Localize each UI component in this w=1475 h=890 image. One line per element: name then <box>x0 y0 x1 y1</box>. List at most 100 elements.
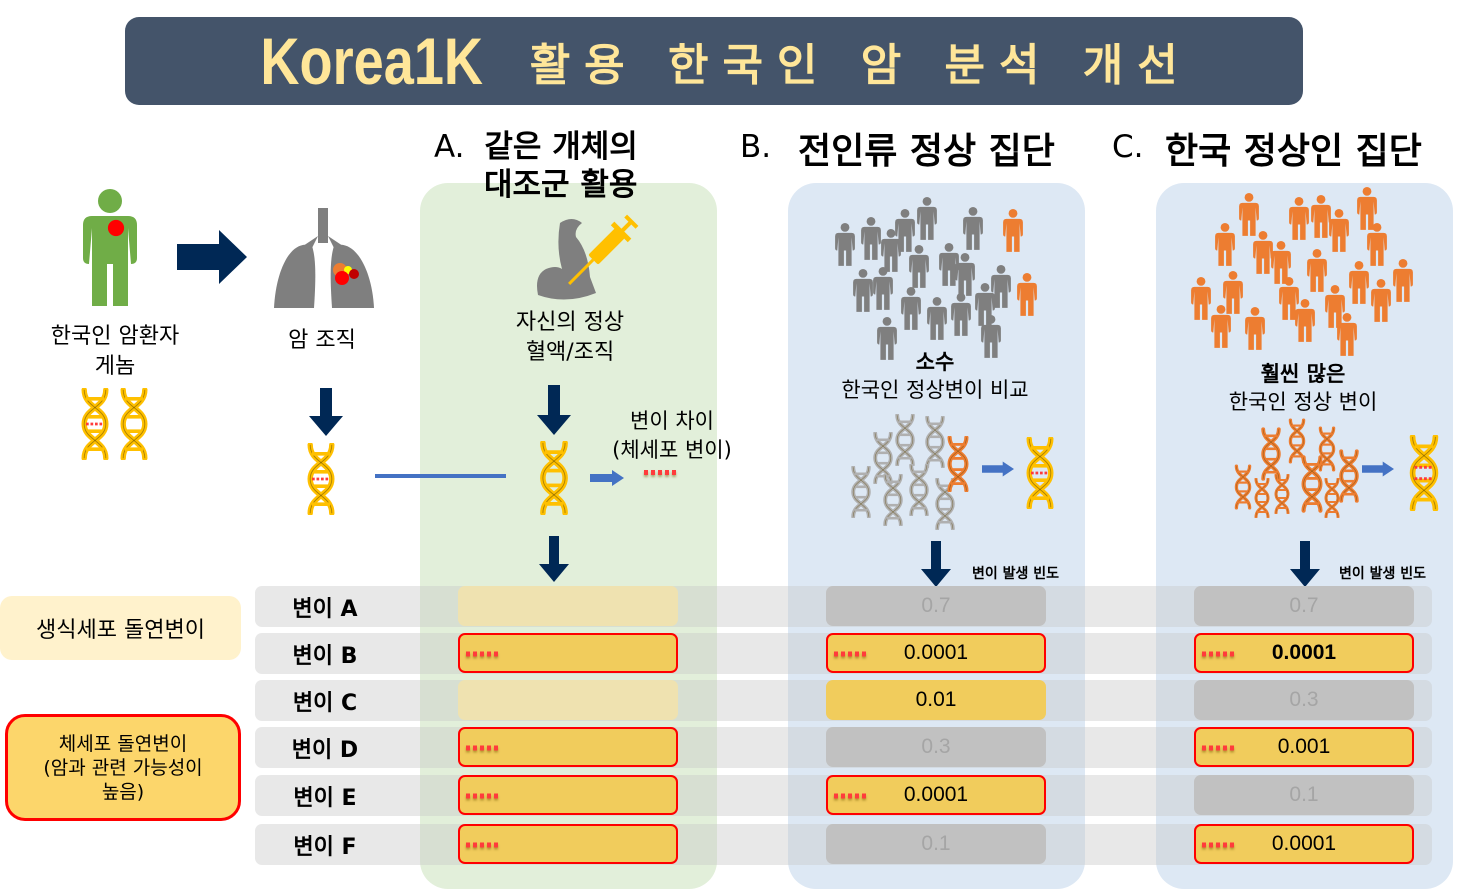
title-banner: Korea1K 활용 한국인 암 분석 개선 <box>125 17 1303 105</box>
connector-line <box>375 474 506 478</box>
variant-label: 변이 A <box>292 596 358 622</box>
arm-syringe-icon <box>537 214 639 300</box>
frequency-value: 0.3 <box>1289 688 1319 711</box>
panel-b-letter: B. <box>740 129 772 165</box>
korean-population-icon <box>1188 186 1428 361</box>
panel-a-caption-line1: 자신의 정상 <box>515 310 625 335</box>
panel-c-letter: C. <box>1112 129 1144 165</box>
variant-label: 변이 C <box>292 690 358 716</box>
dna-icon <box>302 443 340 515</box>
patient-label-line1: 한국인 암환자 <box>50 324 180 349</box>
frequency-cell-c: 0.3 <box>1194 680 1414 720</box>
frequency-cell-b: 0.01 <box>826 680 1046 720</box>
frequency-cell-b: 0.7 <box>826 586 1046 626</box>
mutation-marker-icon <box>466 745 498 751</box>
frequency-cell-a <box>458 680 678 720</box>
dna-icon <box>1405 435 1443 511</box>
frequency-value: 0.7 <box>1289 594 1319 617</box>
arrow-down-icon <box>539 536 569 582</box>
variant-label: 변이 E <box>293 785 357 811</box>
lung-tumor-icon <box>274 208 374 308</box>
frequency-cell-a <box>458 633 678 673</box>
arrow-down-icon <box>537 385 571 435</box>
arrow-down-icon <box>309 388 343 436</box>
mutation-marker-icon <box>1202 651 1234 657</box>
panel-c-caption: 훨씬 많은 한국인 정상 변이 <box>1168 360 1438 416</box>
mutation-marker-icon <box>1202 745 1234 751</box>
frequency-value: 0.0001 <box>1271 832 1337 855</box>
frequency-value: 0.1 <box>1289 783 1319 806</box>
dna-icon <box>1022 437 1058 509</box>
dna-icon <box>116 388 152 460</box>
frequency-value: 0.0001 <box>1271 641 1337 664</box>
arrow-right-small-icon <box>1362 461 1394 477</box>
frequency-value: 0.01 <box>915 688 957 711</box>
panel-c-title: 한국 정상인 집단 <box>1165 131 1422 172</box>
arrow-down-icon <box>921 541 951 587</box>
arrow-right-icon <box>177 230 247 284</box>
frequency-value: 0.7 <box>921 594 951 617</box>
somatic-legend-line1: 체세포 돌연변이 <box>58 732 188 755</box>
mutation-marker-icon <box>466 651 498 657</box>
dna-icon <box>535 441 573 515</box>
frequency-value: 0.0001 <box>903 783 969 806</box>
frequency-cell-b: 0.0001 <box>826 633 1046 673</box>
panel-a-header: A. 같은 개체의 <box>434 128 638 166</box>
variant-label: 변이 F <box>293 834 357 860</box>
patient-label-line2: 게놈 <box>94 354 136 379</box>
arrow-right-small-icon <box>982 461 1014 477</box>
frequency-cell-a <box>458 586 678 626</box>
variant-diff-label: 변이 차이 (체세포 변이) <box>592 407 752 465</box>
variant-label: 변이 B <box>292 643 358 669</box>
frequency-cell-c: 0.001 <box>1194 727 1414 767</box>
frequency-cell-b: 0.3 <box>826 727 1046 767</box>
arrow-right-small-icon <box>590 470 624 486</box>
panel-b-title: 전인류 정상 집단 <box>798 131 1055 172</box>
panel-b-caption-line1: 소수 <box>915 350 955 374</box>
germline-legend: 생식세포 돌연변이 <box>0 596 241 660</box>
panel-b-caption: 소수 한국인 정상변이 비교 <box>800 348 1070 404</box>
title-main: Korea1K <box>260 24 484 98</box>
title-sub: 활용 한국인 암 분석 개선 <box>529 40 1192 91</box>
dna-icon <box>77 388 113 460</box>
arrow-down-icon <box>1290 541 1320 587</box>
panel-a-title-line2: 대조군 활용 <box>484 167 638 203</box>
panel-a-caption-line2: 혈액/조직 <box>525 340 615 365</box>
orange-dna-cluster-icon <box>1232 418 1362 528</box>
variant-label: 변이 D <box>291 737 359 763</box>
mutation-marker-icon <box>834 793 866 799</box>
panel-a-letter: A. <box>434 129 465 165</box>
somatic-legend-line3: 높음) <box>101 780 145 803</box>
variant-diff-line2: (체세포 변이) <box>612 438 732 462</box>
tissue-label: 암 조직 <box>288 328 356 353</box>
frequency-cell-c: 0.1 <box>1194 775 1414 815</box>
frequency-cell-b: 0.1 <box>826 824 1046 864</box>
patient-label: 한국인 암환자 게놈 <box>20 322 210 382</box>
panel-c-caption-line1: 훨씬 많은 <box>1260 362 1346 386</box>
panel-a-caption: 자신의 정상 혈액/조직 <box>470 308 670 368</box>
frequency-value: 0.0001 <box>903 641 969 664</box>
frequency-cell-c: 0.7 <box>1194 586 1414 626</box>
somatic-legend-line2: (암과 관련 가능성이 <box>43 756 203 779</box>
frequency-cell-a <box>458 824 678 864</box>
panel-c-caption-line2: 한국인 정상 변이 <box>1228 390 1378 414</box>
mutation-marker-icon <box>834 651 866 657</box>
patient-person-icon <box>80 188 140 310</box>
frequency-cell-c: 0.0001 <box>1194 824 1414 864</box>
mutation-marker-icon <box>466 793 498 799</box>
global-population-icon <box>830 192 1050 367</box>
panel-c-freq-label: 변이 발생 빈도 <box>1339 566 1427 582</box>
mutation-marker-icon <box>644 470 676 475</box>
mutation-marker-icon <box>1202 842 1234 848</box>
grey-dna-cluster-icon <box>848 414 978 534</box>
frequency-cell-b: 0.0001 <box>826 775 1046 815</box>
panel-a-title-line1: 같은 개체의 <box>484 129 638 165</box>
somatic-legend: 체세포 돌연변이 (암과 관련 가능성이 높음) <box>5 714 241 821</box>
frequency-value: 0.001 <box>1277 735 1331 758</box>
panel-b-caption-line2: 한국인 정상변이 비교 <box>841 378 1029 402</box>
frequency-cell-a <box>458 775 678 815</box>
frequency-value: 0.3 <box>921 735 951 758</box>
mutation-marker-icon <box>466 842 498 848</box>
frequency-cell-a <box>458 727 678 767</box>
frequency-value: 0.1 <box>921 832 951 855</box>
